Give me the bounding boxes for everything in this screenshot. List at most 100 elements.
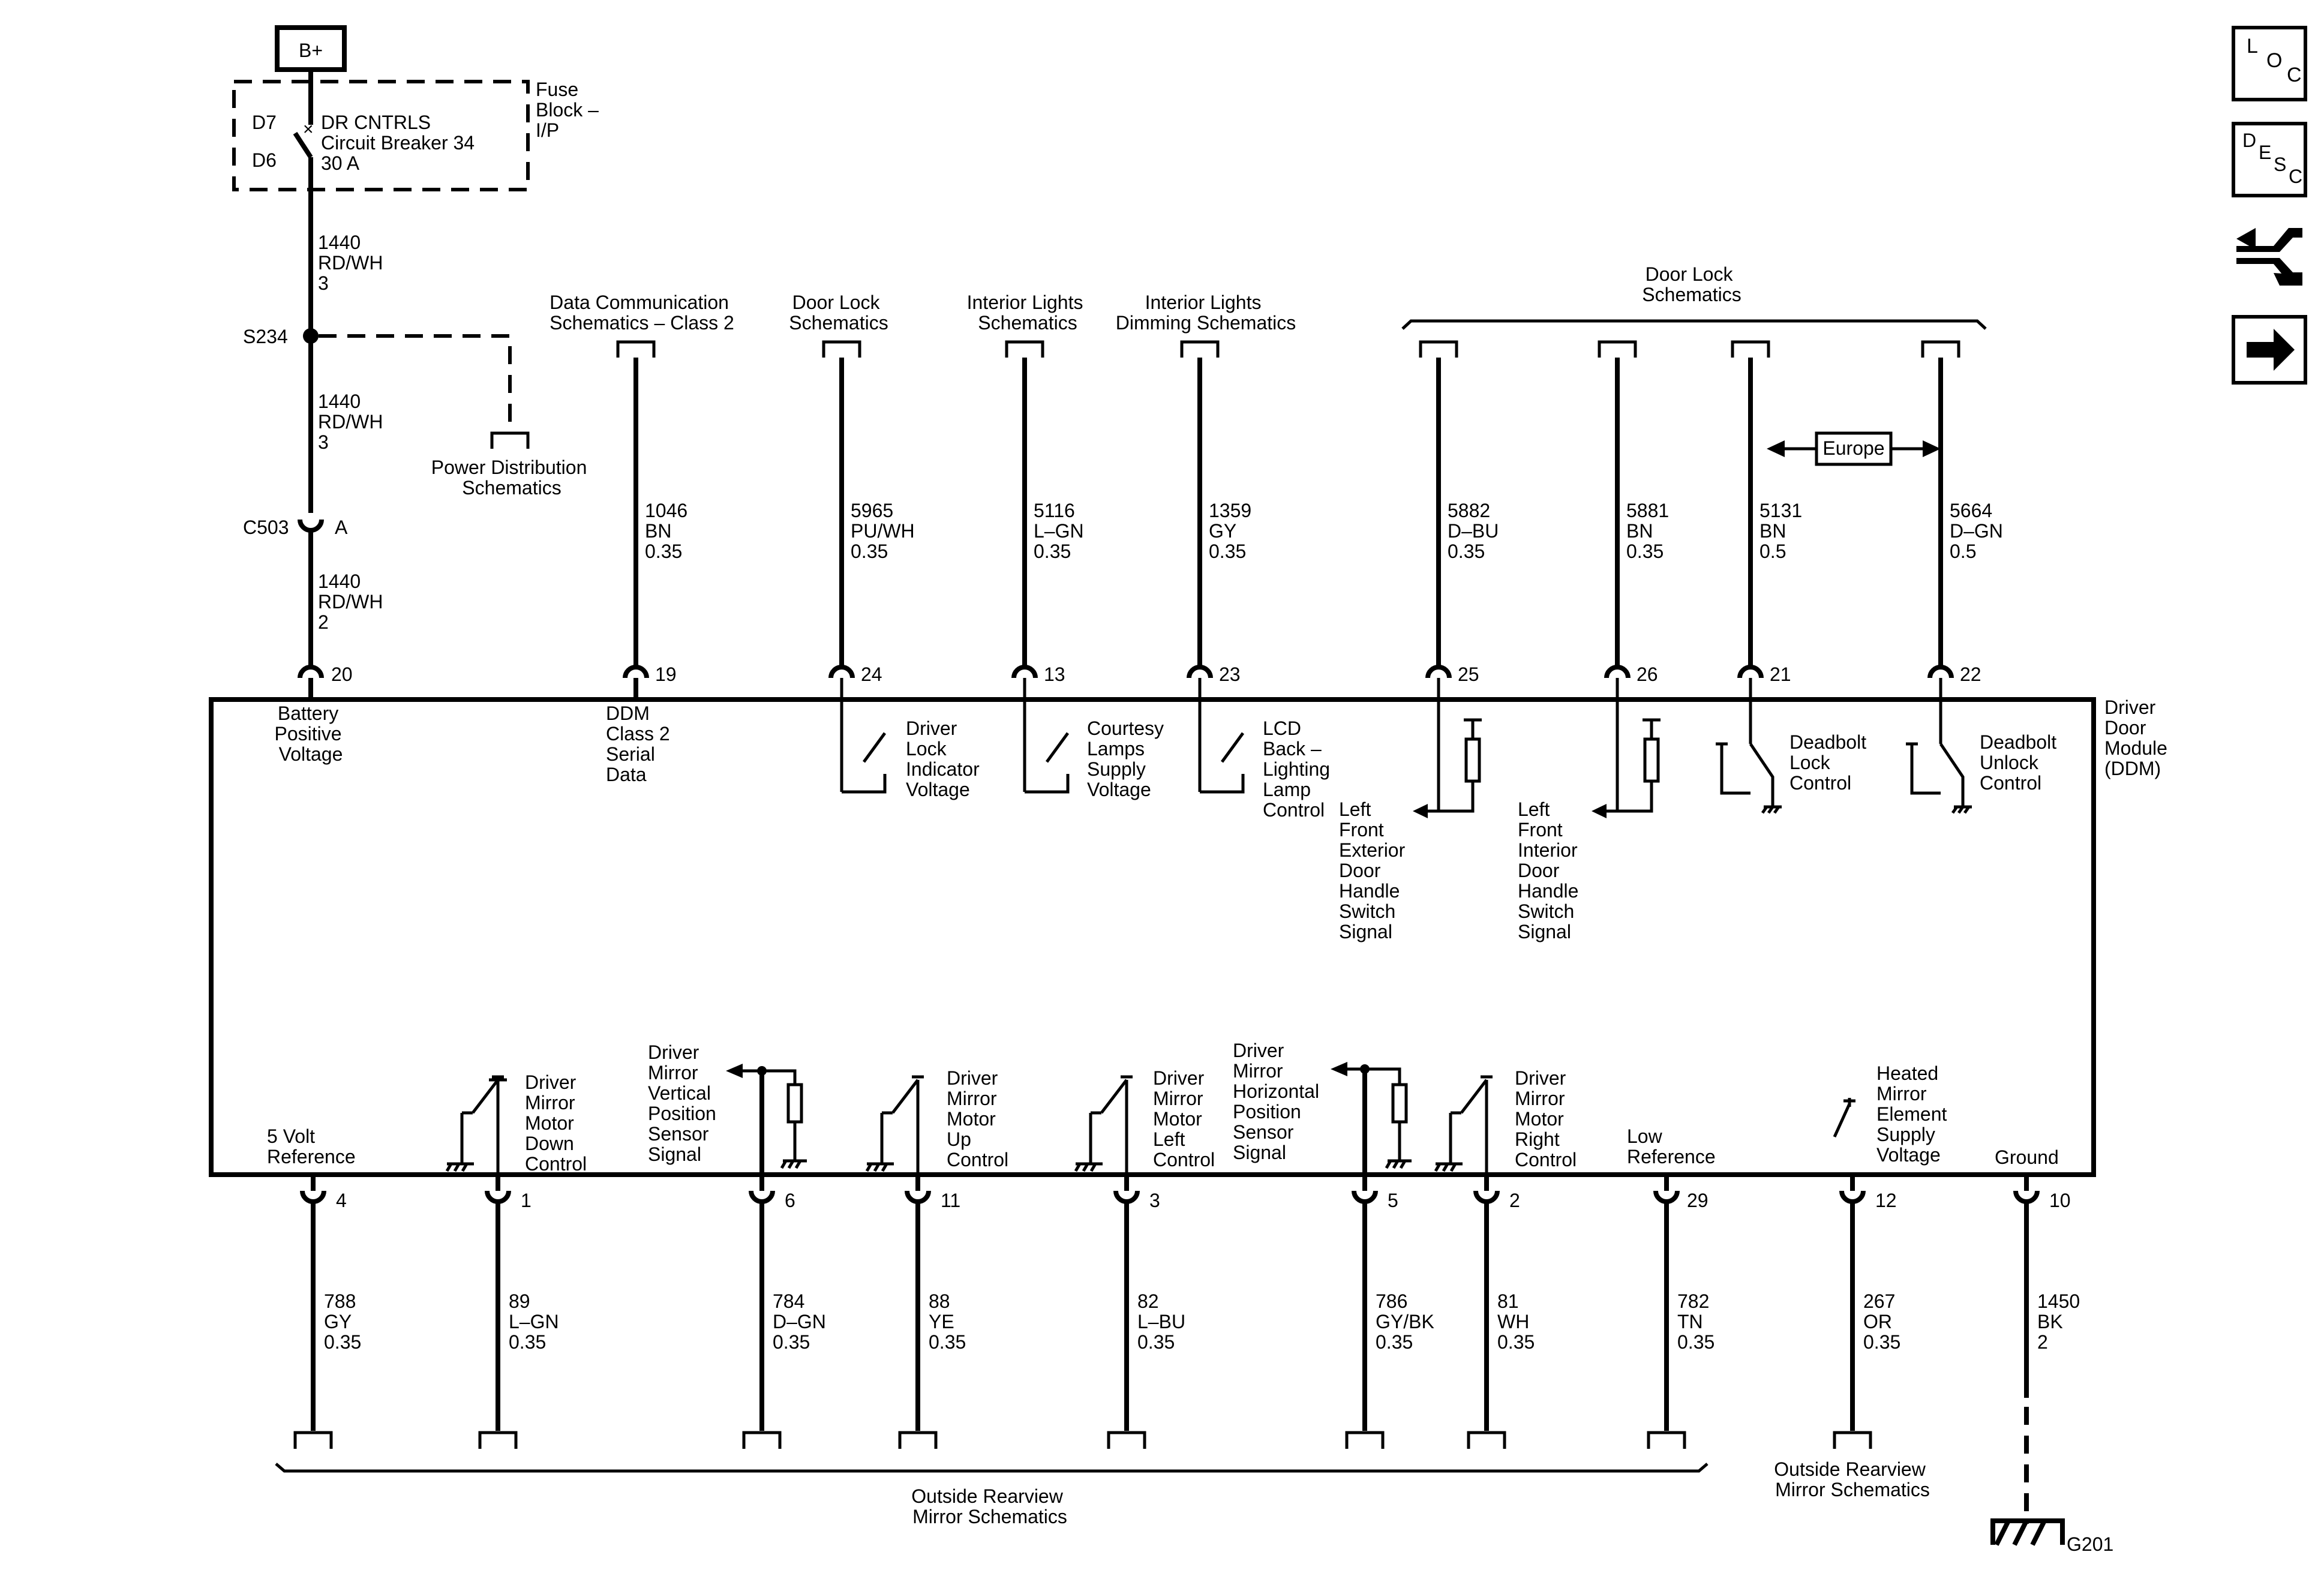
europe-arrow-left xyxy=(1767,440,1785,457)
battery-plus-label: B+ xyxy=(299,40,323,61)
motor-left-label: Driver Mirror Motor Left Control xyxy=(1153,1067,1215,1170)
wire-5965: 5965 PU/WH 0.35 xyxy=(851,500,920,562)
wire-5882: 5882 D–BU 0.35 xyxy=(1448,500,1504,562)
connector-icon xyxy=(2236,228,2302,286)
data-comm-connector xyxy=(616,340,656,358)
splice-label: S234 xyxy=(243,326,288,347)
top-circuit-19: 1046 BN 0.35 19 DDM Class 2 Serial Data xyxy=(606,340,687,785)
svg-text:C: C xyxy=(2289,166,2302,187)
pin-12: 12 xyxy=(1875,1190,1897,1211)
interior-handle-pullup xyxy=(1617,718,1661,813)
module-name-label: Driver Door Module (DDM) xyxy=(2104,697,2173,779)
mirror-connector-11 xyxy=(898,1431,938,1449)
mirror-connector-1 xyxy=(478,1431,518,1449)
chassis-ground-icon xyxy=(1990,1518,2065,1546)
pin-20: 20 xyxy=(331,664,353,685)
ground-label: Ground xyxy=(1995,1146,2059,1168)
wire-5116: 5116 L–GN 0.35 xyxy=(1034,500,1089,562)
breaker-label: DR CNTRLS Circuit Breaker 34 30 A xyxy=(321,112,480,174)
exterior-handle-label: Left Front Exterior Door Handle Switch S… xyxy=(1339,798,1410,942)
bottom-circuit-11: Driver Mirror Motor Up Control 11 88 YE … xyxy=(865,1067,1008,1449)
ddm-class2-label: DDM Class 2 Serial Data xyxy=(606,703,675,785)
mirror-connector-6 xyxy=(742,1431,782,1449)
heated-mirror-switch xyxy=(1833,1098,1855,1138)
vertical-sensor-resistor xyxy=(786,1083,803,1124)
arrow-right-icon xyxy=(2247,329,2295,371)
power-feed: B+ Fuse Block – I/P D7 D6 DR CNTRLS Circ… xyxy=(232,25,604,669)
motor-down-switch xyxy=(460,1078,507,1175)
svg-text:S: S xyxy=(2274,154,2286,175)
exterior-handle-arrow xyxy=(1413,804,1428,818)
vertical-position-label: Driver Mirror Vertical Position Sensor S… xyxy=(648,1041,722,1165)
wire-1440-b: 1440 RD/WH 3 xyxy=(318,391,388,453)
bottom-circuit-1: Driver Mirror Motor Down Control 1 89 L–… xyxy=(445,1071,587,1449)
deadbolt-unlock-label: Deadbolt Unlock Control xyxy=(1980,731,2062,794)
motor-down-label: Driver Mirror Motor Down Control xyxy=(525,1071,587,1175)
svg-text:C: C xyxy=(2287,64,2302,86)
pin-11: 11 xyxy=(941,1190,960,1211)
door-lock-group-bracket xyxy=(1401,319,1987,330)
top-circuit-25: 5882 D–BU 0.35 25 Left Front Exterior Do… xyxy=(1339,340,1504,942)
svg-text:O: O xyxy=(2266,49,2282,72)
bottom-circuit-29: Low Reference 29 782 TN 0.35 xyxy=(1627,1125,1716,1449)
bottom-circuit-4: 5 Volt Reference 4 788 GY 0.35 xyxy=(267,1125,361,1449)
svg-text:E: E xyxy=(2259,142,2271,163)
motor-up-ground-icon xyxy=(865,1162,894,1172)
wire-782: 782 TN 0.35 xyxy=(1677,1290,1715,1353)
mirror-connector-2 xyxy=(1467,1431,1506,1449)
desc-button[interactable]: D E S C xyxy=(2232,122,2307,197)
top-destinations: Data Communication Schematics – Class 2 … xyxy=(550,263,1987,466)
top-circuit-13: 5116 L–GN 0.35 13 Courtesy Lamps Supply … xyxy=(1005,340,1164,800)
motor-right-switch xyxy=(1449,1075,1493,1175)
dimming-label: Interior Lights Dimming Schematics xyxy=(1116,292,1296,334)
five-volt-reference-label: 5 Volt Reference xyxy=(267,1125,356,1167)
pin-19: 19 xyxy=(655,664,677,685)
exterior-handle-pullup xyxy=(1439,718,1482,813)
interior-lights-label: Interior Lights Schematics xyxy=(967,292,1089,334)
circuit-breaker-symbol xyxy=(293,131,313,159)
bottom-circuit-6: Driver Mirror Vertical Position Sensor S… xyxy=(648,1041,831,1449)
mirror-group-label: Outside Rearview Mirror Schematics xyxy=(911,1485,1068,1527)
lcd-backlight-switch xyxy=(1200,732,1245,794)
interior-lights-connector xyxy=(1005,340,1044,358)
wire-788: 788 GY 0.35 xyxy=(324,1290,361,1353)
door-lock-connector-21 xyxy=(1731,340,1770,358)
desc-icon: D xyxy=(2242,130,2256,151)
vertical-sensor-arrow xyxy=(726,1064,743,1078)
interior-handle-label: Left Front Interior Door Handle Switch S… xyxy=(1518,798,1584,942)
fuse-block-label: Fuse Block – I/P xyxy=(536,79,604,141)
breaker-pin-d6: D6 xyxy=(252,149,277,171)
wire-784: 784 D–GN 0.35 xyxy=(773,1290,831,1353)
pin-5: 5 xyxy=(1388,1190,1398,1211)
door-lock-connector-25 xyxy=(1419,340,1458,358)
mirror-connector-29 xyxy=(1647,1431,1686,1449)
mirror-single-label: Outside Rearview Mirror Schematics xyxy=(1774,1458,1930,1500)
connector-button[interactable] xyxy=(2236,228,2302,286)
pin-22: 22 xyxy=(1960,664,1981,685)
pin-6: 6 xyxy=(785,1190,795,1211)
deadbolt-lock-switch xyxy=(1716,742,1774,795)
connector-c503 xyxy=(298,519,324,533)
mirror-connector-4 xyxy=(293,1431,333,1449)
bottom-circuit-2: Driver Mirror Motor Right Control 2 81 W… xyxy=(1434,1067,1577,1449)
wire-89: 89 L–GN 0.35 xyxy=(509,1290,564,1353)
wire-5881: 5881 BN 0.35 xyxy=(1626,500,1674,562)
pin-3: 3 xyxy=(1149,1190,1160,1211)
motor-up-switch xyxy=(880,1075,924,1175)
dimming-connector xyxy=(1180,340,1220,358)
wire-88: 88 YE 0.35 xyxy=(929,1290,966,1353)
interior-handle-arrow xyxy=(1592,804,1607,818)
power-distribution-connector xyxy=(490,431,530,449)
wire-267: 267 OR 0.35 xyxy=(1863,1290,1900,1353)
exterior-handle-resistor xyxy=(1464,737,1481,783)
deadbolt-unlock-ground-icon xyxy=(1951,793,1972,814)
door-lock-connector xyxy=(822,340,861,358)
wire-5664: 5664 D–GN 0.5 xyxy=(1950,500,2008,562)
europe-arrow-right xyxy=(1923,440,1941,457)
mirror-group-bracket xyxy=(275,1463,1709,1473)
loc-button[interactable]: L O C xyxy=(2232,26,2307,101)
pin-4: 4 xyxy=(336,1190,347,1211)
pin-1: 1 xyxy=(521,1190,532,1211)
horizontal-sensor-arrow xyxy=(1331,1062,1347,1076)
next-button[interactable] xyxy=(2232,315,2307,385)
